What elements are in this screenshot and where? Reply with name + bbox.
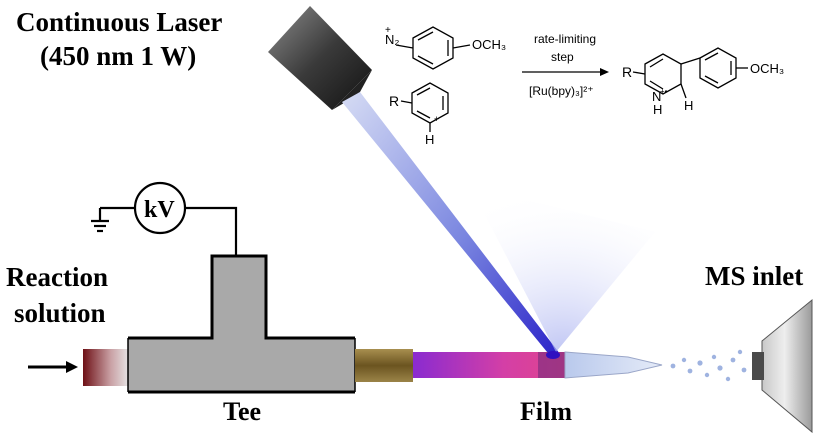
- laser-label-line2: (450 nm 1 W): [40, 41, 196, 71]
- reaction-solution-label-line2: solution: [14, 298, 106, 328]
- product-nh-label: H: [653, 102, 662, 117]
- product-r-label: R: [622, 64, 632, 80]
- inlet-tube: [83, 349, 129, 386]
- reactant-r-label: R: [389, 93, 399, 109]
- film-label: Film: [520, 397, 572, 426]
- arrow-label-line2: step: [551, 50, 574, 64]
- diazonium-group-label: N₂: [385, 32, 399, 47]
- pyridinium-h-label: H: [425, 132, 434, 147]
- scatter-glow: [470, 186, 655, 352]
- product-ch-label: H: [684, 98, 693, 113]
- laser-label-line1: Continuous Laser: [16, 7, 222, 37]
- tee-label: Tee: [223, 397, 261, 426]
- reaction-scheme: [395, 26, 748, 132]
- gold-fitting: [355, 349, 413, 382]
- voltage-label: kV: [144, 197, 175, 223]
- laser-hit-point: [546, 351, 560, 359]
- ms-inlet: [752, 298, 813, 434]
- catalyst-label: [Ru(bpy)₃]²⁺: [529, 84, 594, 98]
- ms-inlet-label: MS inlet: [705, 261, 803, 291]
- inlet-arrow: [28, 361, 78, 373]
- pyridinium-charge: +: [434, 114, 439, 124]
- product-radical-charge: +•: [660, 87, 668, 96]
- emitter-tip: [564, 351, 663, 379]
- product-methoxy-label: OCH₃: [750, 61, 784, 76]
- arrow-label-line1: rate-limiting: [534, 32, 596, 46]
- spray-droplets: [670, 349, 747, 382]
- product-n-label: N: [652, 89, 661, 104]
- reaction-solution-label-line1: Reaction: [6, 262, 108, 292]
- product-structure: [632, 47, 748, 99]
- diazonium-charge: +: [385, 25, 391, 36]
- laser-beam: [342, 92, 560, 358]
- voltage-circuit: [91, 181, 238, 256]
- tee-union: [127, 254, 356, 394]
- pyridinium-reactant: [400, 82, 449, 132]
- laser-head: [268, 6, 372, 110]
- diazonium-reactant: [395, 26, 471, 70]
- reactant-methoxy-label: OCH₃: [472, 37, 506, 52]
